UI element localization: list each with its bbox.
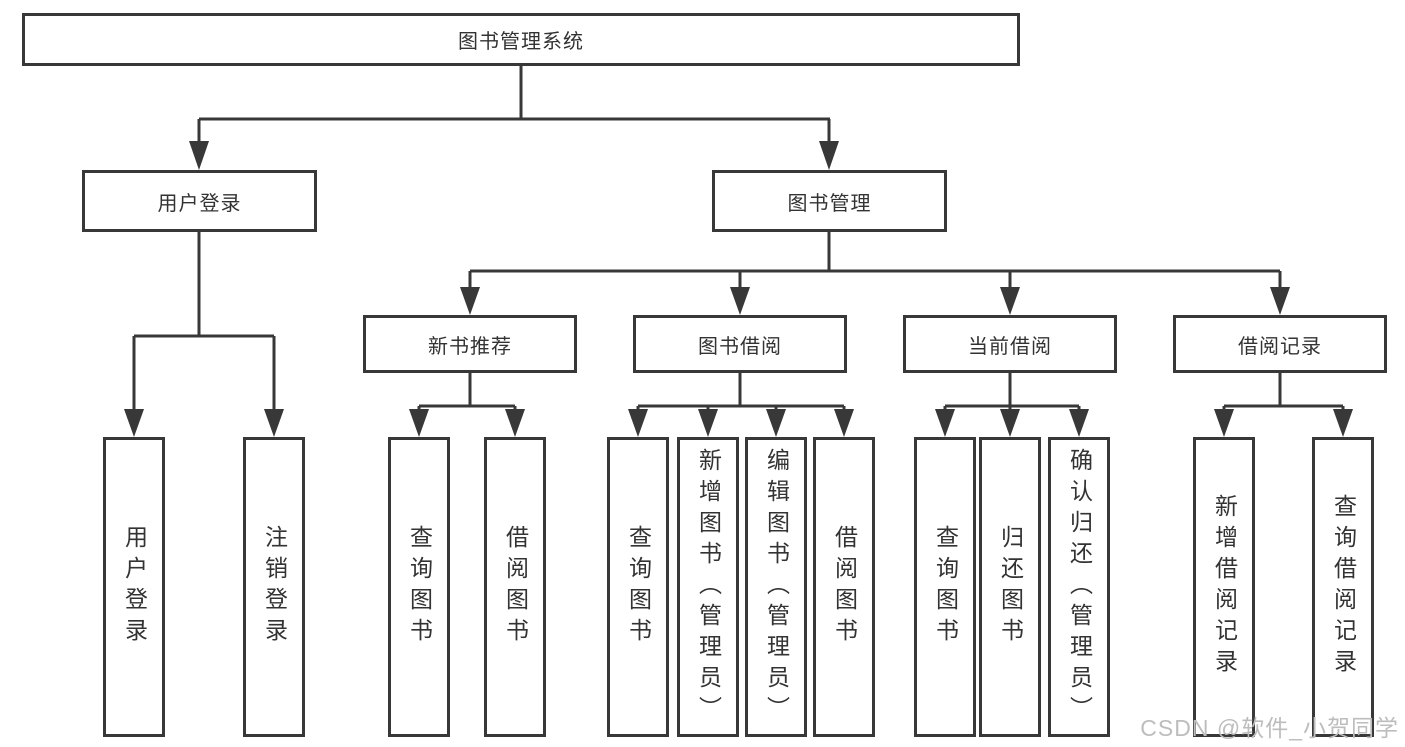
node-book-borrowing: 图书借阅 (633, 315, 847, 373)
leaf-query-books-current: 查询图书 (914, 437, 976, 737)
leaf-return-books: 归还图书 (979, 437, 1041, 737)
node-current-borrowing: 当前借阅 (903, 315, 1117, 373)
leaf-query-books-recommend: 查询图书 (388, 437, 450, 737)
leaf-confirm-return-admin: 确认归还（管理员） (1048, 437, 1110, 737)
node-new-book-recommendation: 新书推荐 (363, 315, 577, 373)
leaf-user-login: 用户登录 (103, 437, 165, 737)
leaf-add-borrow-record: 新增借阅记录 (1193, 437, 1255, 737)
leaf-query-books-borrowing: 查询图书 (607, 437, 669, 737)
arrowheads (124, 141, 1353, 437)
csdn-watermark: CSDN @软件_小贺同学 (1140, 715, 1399, 741)
leaf-add-books-admin: 新增图书（管理员） (677, 437, 739, 737)
node-book-management-branch: 图书管理 (712, 170, 947, 232)
leaf-logout: 注销登录 (243, 437, 305, 737)
node-root-library-system: 图书管理系统 (22, 13, 1020, 66)
leaf-borrow-books: 借阅图书 (813, 437, 875, 737)
node-user-login-branch: 用户登录 (82, 170, 317, 232)
leaf-borrow-books-recommend: 借阅图书 (484, 437, 546, 737)
leaf-query-borrow-record: 查询借阅记录 (1312, 437, 1374, 737)
leaf-edit-books-admin: 编辑图书（管理员） (745, 437, 807, 737)
node-borrowing-records: 借阅记录 (1173, 315, 1387, 373)
